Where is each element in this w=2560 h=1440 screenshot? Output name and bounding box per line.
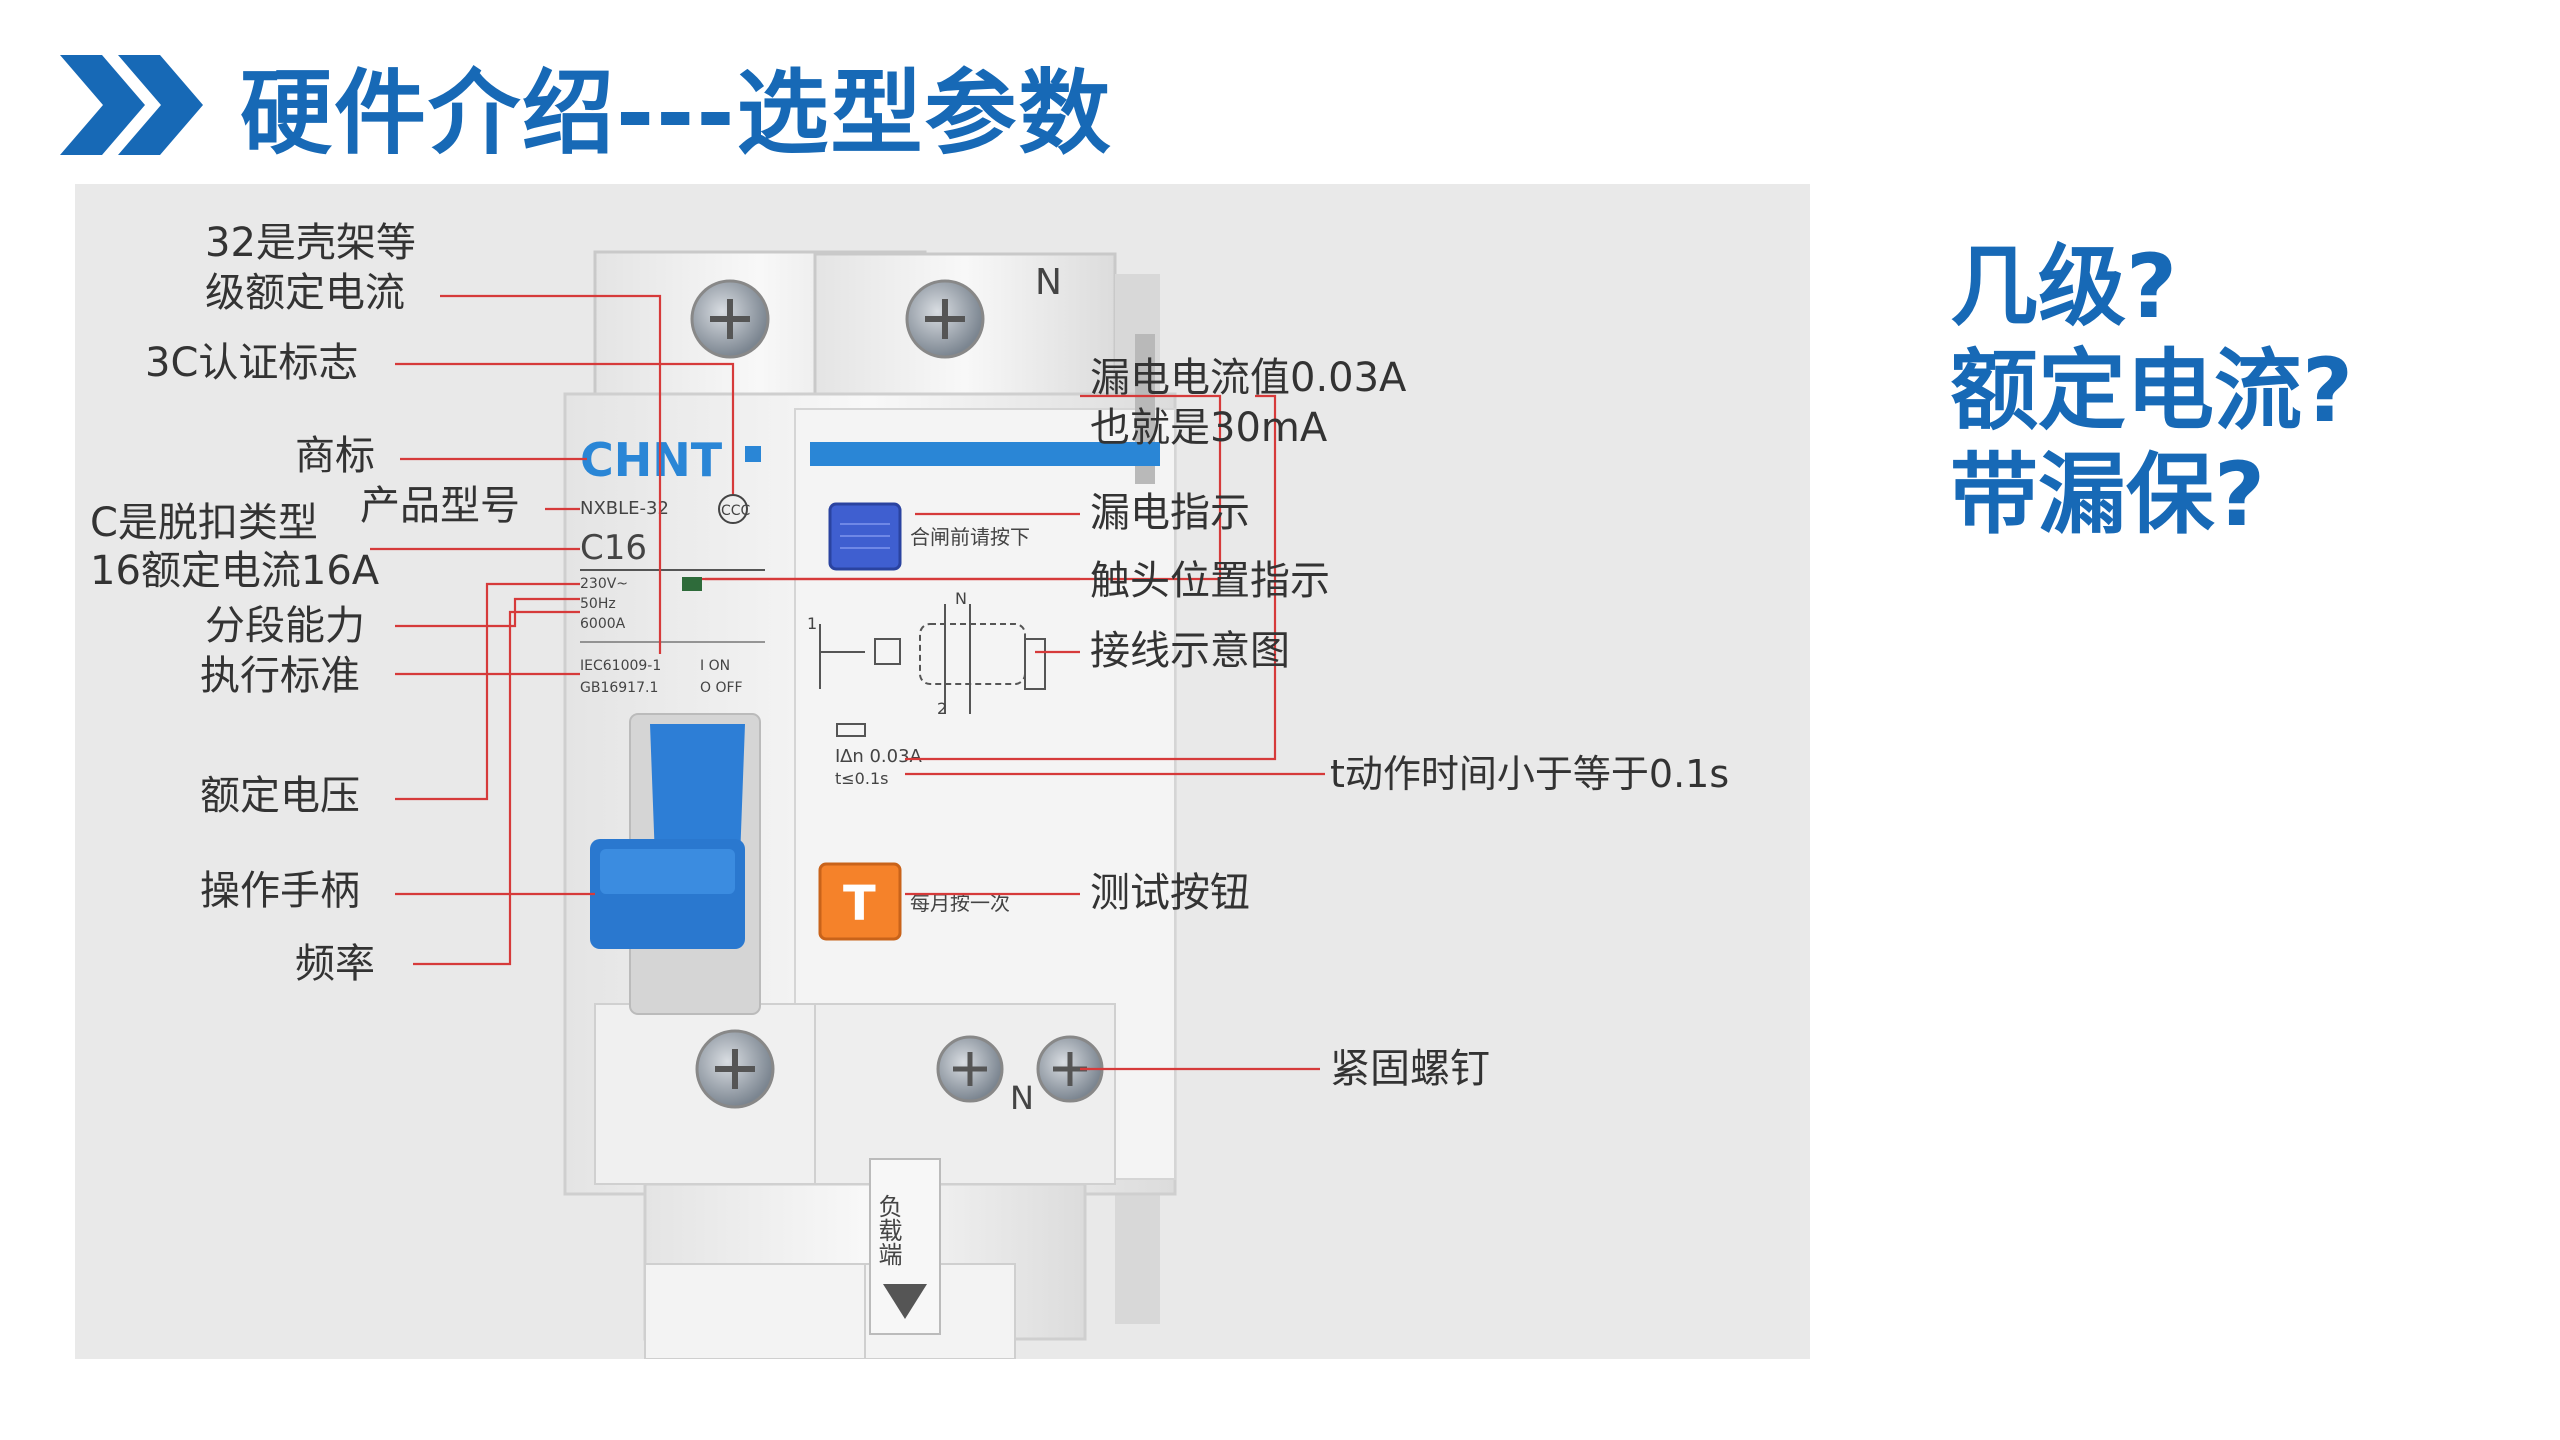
neutral-bottom-label: N <box>1010 1079 1034 1117</box>
brand-logo: CHNT <box>580 433 723 487</box>
annotation-model: 产品型号 <box>360 483 520 529</box>
breaker-figure: N N CHNT NXBLE-32 CCC C16 230V~ 50Hz 600… <box>75 184 1810 1359</box>
brand-band <box>810 442 1160 466</box>
standard-2-text: GB16917.1 <box>580 680 658 696</box>
annotation-leakage-value-1: 漏电电流值0.03A <box>1090 355 1407 401</box>
leakage-spec-text: I∆n 0.03A <box>835 746 923 767</box>
close-hint-text: 合闸前请按下 <box>910 525 1030 549</box>
off-label: O OFF <box>700 680 743 696</box>
neutral-top-label: N <box>1035 262 1062 303</box>
annotation-brand: 商标 <box>295 433 375 479</box>
chevron-right-icon <box>60 55 203 155</box>
wiring-diagram: 1 2 N <box>807 589 1046 718</box>
annotation-breaking-capacity: 分段能力 <box>205 603 365 649</box>
annotation-frame-current-2: 级额定电流 <box>205 270 405 316</box>
selection-questions: 几级? 额定电流? 带漏保? <box>1950 235 2353 547</box>
frequency-text: 50Hz <box>580 596 616 612</box>
test-button[interactable]: T <box>818 862 902 941</box>
annotation-trip-time: t动作时间小于等于0.1s <box>1330 752 1729 796</box>
callout-lines <box>370 294 1325 1071</box>
annotation-handle: 操作手柄 <box>200 868 360 914</box>
standard-1-text: IEC61009-1 <box>580 658 661 674</box>
curve-rating-text: C16 <box>580 528 647 568</box>
breaker-illustration: N N CHNT NXBLE-32 CCC C16 230V~ 50Hz 600… <box>90 220 1729 1359</box>
voltage-text: 230V~ <box>580 576 628 592</box>
annotation-leakage-indicator: 漏电指示 <box>1090 490 1250 536</box>
annotation-rated-voltage: 额定电压 <box>200 773 360 819</box>
contact-position-indicator <box>682 577 702 591</box>
operating-handle[interactable] <box>590 713 761 1015</box>
annotation-rated-current: 16额定电流16A <box>90 548 380 594</box>
svg-text:CCC: CCC <box>721 503 751 519</box>
svg-text:1: 1 <box>807 614 817 633</box>
question-poles: 几级? <box>1950 235 2178 338</box>
slide-title: 硬件介绍---选型参数 <box>240 59 1113 167</box>
question-leakage-protection: 带漏保? <box>1950 443 2266 546</box>
svg-text:N: N <box>955 589 967 608</box>
annotation-wiring-diagram: 接线示意图 <box>1090 628 1290 674</box>
svg-text:T: T <box>843 876 876 932</box>
annotation-frequency: 频率 <box>295 941 375 987</box>
annotation-leakage-value-2: 也就是30mA <box>1090 405 1328 451</box>
left-annotations: 32是壳架等 级额定电流 3C认证标志 商标 产品型号 C是脱扣类型 16额定电… <box>90 220 520 987</box>
annotation-test-button: 测试按钮 <box>1090 870 1250 916</box>
model-text: NXBLE-32 <box>580 498 669 519</box>
breaking-capacity-text: 6000A <box>580 616 626 632</box>
time-spec-text: t≤0.1s <box>835 769 888 788</box>
annotation-3c-mark: 3C认证标志 <box>145 340 358 386</box>
on-label: I ON <box>700 658 730 674</box>
slide-header: 硬件介绍---选型参数 <box>60 40 1113 170</box>
annotation-contact-position: 触头位置指示 <box>1090 558 1330 604</box>
ccc-certification-icon <box>718 494 748 524</box>
svg-text:2: 2 <box>937 699 947 718</box>
annotation-standard: 执行标准 <box>200 653 360 699</box>
terminal-screws <box>690 279 1104 1109</box>
load-side-text: 负载端 <box>874 1194 902 1266</box>
leakage-indicator-button[interactable] <box>828 502 902 571</box>
right-annotations: 漏电电流值0.03A 也就是30mA 漏电指示 触头位置指示 接线示意图 t动作… <box>1090 355 1729 1092</box>
brand-mark <box>745 446 761 462</box>
load-side-tag <box>869 1158 941 1335</box>
annotation-frame-current-1: 32是壳架等 <box>205 220 416 266</box>
annotation-trip-type: C是脱扣类型 <box>90 500 318 546</box>
annotation-fastening-screw: 紧固螺钉 <box>1330 1046 1490 1092</box>
question-rated-current: 额定电流? <box>1950 339 2354 442</box>
